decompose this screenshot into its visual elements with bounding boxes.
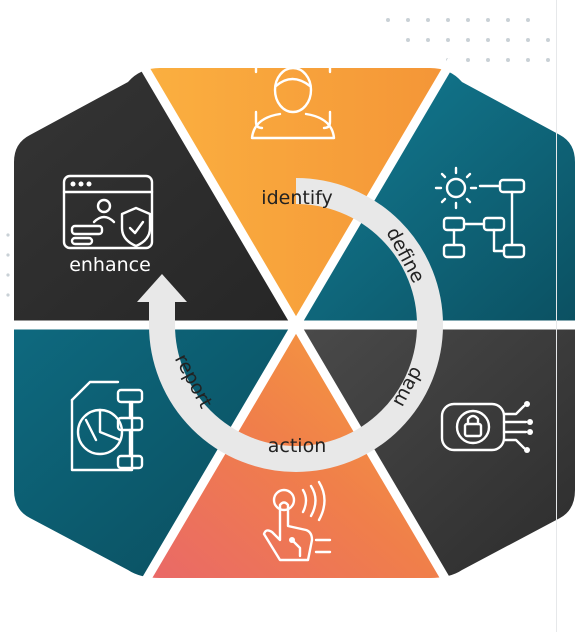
segment-separators (0, 57, 585, 593)
page-divider (556, 0, 557, 632)
touch-hand-icon (262, 480, 332, 562)
decorative-dots (6, 18, 550, 297)
cycle-ring (137, 178, 443, 472)
profile-shield-icon (62, 174, 154, 250)
label-action: action (268, 435, 326, 457)
cycle-arrow-head (137, 274, 187, 302)
segment-define (296, 68, 575, 325)
circuit-lock-icon (440, 401, 533, 453)
face-recognition-icon (250, 54, 336, 140)
report-chart-icon (70, 380, 144, 472)
label-identify: identify (261, 187, 332, 209)
segment-report (14, 325, 296, 578)
segment-map (296, 325, 575, 578)
label-enhance: enhance (69, 254, 151, 276)
gear-flowchart-icon (434, 166, 526, 259)
